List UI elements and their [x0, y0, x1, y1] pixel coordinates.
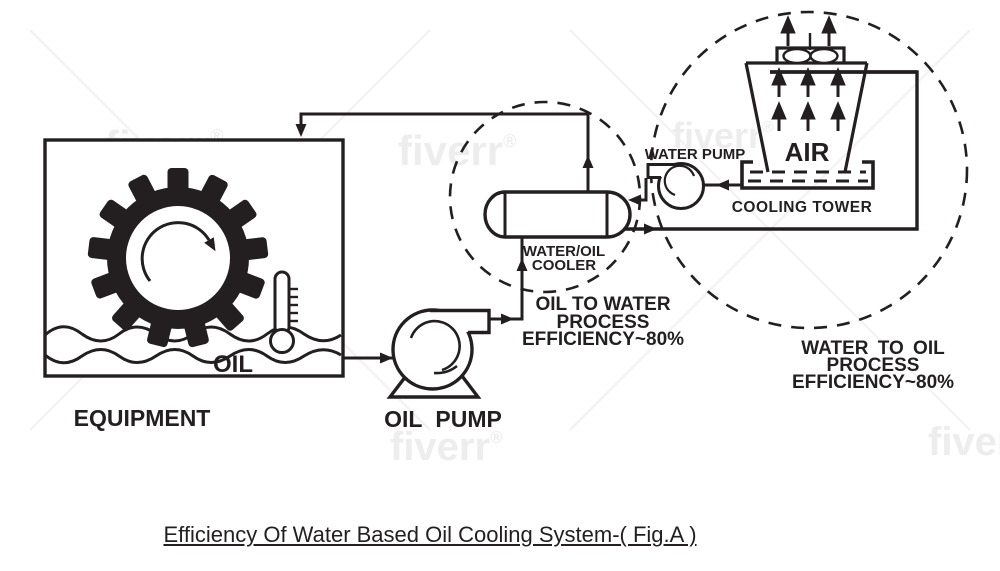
arrow-warm-water-out [644, 223, 657, 235]
water-to-oil-note: WATER TO OIL PROCESS EFFICIENCY~80% [792, 338, 954, 393]
water-pump-label: WATER PUMP [645, 146, 746, 163]
watermark-text: fiverr® [398, 127, 516, 174]
watermark-text: fiverr® [672, 115, 774, 156]
water-pump-volute-curve [663, 164, 696, 197]
cooler-label-line2: COOLER [532, 257, 596, 274]
note-line: WATER TO OIL [801, 338, 945, 359]
air-label: AIR [785, 137, 830, 167]
water-to-oil-loop-circle [649, 10, 969, 330]
cooling-tower-label: COOLING TOWER [732, 199, 873, 216]
arrow-into-equipment [295, 124, 307, 137]
cooler-label-line1: WATER/OIL [523, 243, 605, 260]
arrow-up-from-cooler [582, 155, 594, 168]
water-oil-cooler [483, 190, 632, 239]
note-line: PROCESS [557, 312, 650, 333]
flow-arrows [295, 124, 729, 364]
oil-label: OIL [213, 351, 253, 378]
arrow-water-into-cooler [628, 194, 641, 206]
arrow-oil-pump-outlet [501, 313, 514, 325]
thermometer-icon [269, 270, 298, 354]
arrow-up-into-cooler [516, 258, 528, 271]
figure-caption: Efficiency Of Water Based Oil Cooling Sy… [130, 522, 730, 548]
equipment-label: EQUIPMENT [74, 405, 211, 431]
oil-pump-volute-curve [409, 319, 461, 372]
figure-caption-text: Efficiency Of Water Based Oil Cooling Sy… [163, 522, 697, 547]
water-pump-symbol [646, 162, 705, 210]
fan-icon [782, 33, 839, 65]
arrow-basin-to-pump [716, 179, 729, 191]
equipment-box: OIL [43, 138, 345, 378]
watermark-text: fiverr [928, 420, 1000, 464]
oil-pump-symbol [386, 308, 491, 399]
note-line: PROCESS [827, 355, 920, 376]
oil-to-water-note: OIL TO WATER PROCESS EFFICIENCY~80% [522, 294, 684, 350]
rotation-arrow [140, 221, 211, 282]
cooling-tower-symbol [740, 15, 917, 190]
note-line: EFFICIENCY~80% [792, 372, 954, 393]
pipe-oil-pump-to-cooler [489, 238, 524, 321]
oil-pump-label: OIL PUMP [384, 406, 502, 432]
air-flow-arrows [771, 15, 846, 131]
gear-icon [87, 168, 269, 348]
water-basin [740, 160, 875, 190]
note-line: OIL TO WATER [535, 294, 670, 315]
arrow-to-oil-pump [380, 352, 393, 364]
watermark-text: fiverr® [390, 425, 503, 469]
note-line: EFFICIENCY~80% [522, 329, 684, 350]
